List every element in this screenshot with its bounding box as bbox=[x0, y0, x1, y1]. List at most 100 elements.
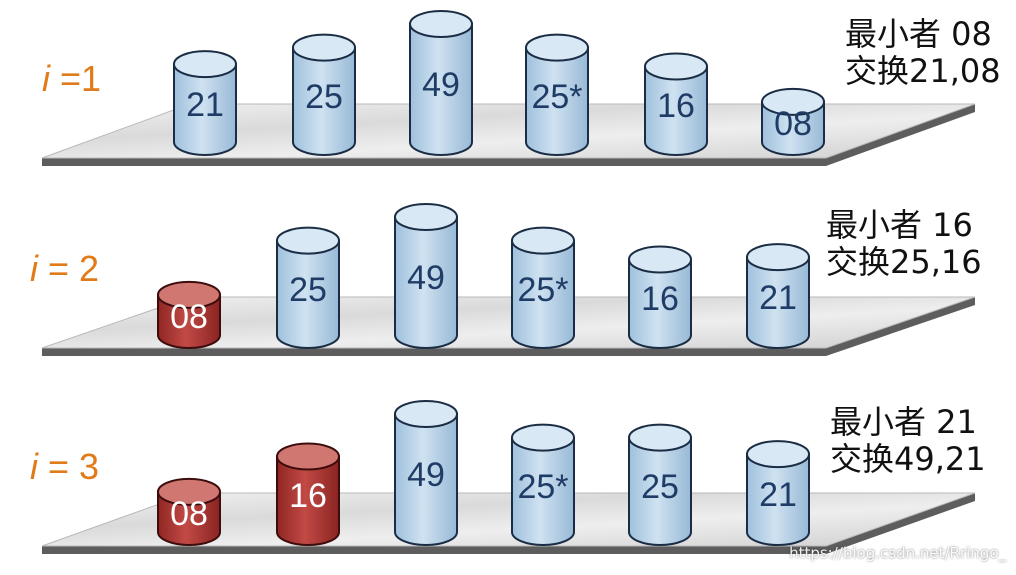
cylinder-top bbox=[511, 423, 575, 452]
row-label-var: i bbox=[42, 58, 50, 99]
cylinder-top bbox=[276, 226, 340, 255]
cylinder-top bbox=[394, 203, 458, 231]
cylinder-value: 25* bbox=[517, 468, 568, 506]
cylinder-body bbox=[276, 239, 340, 349]
cylinder-body bbox=[761, 100, 825, 156]
shelf bbox=[41, 492, 976, 547]
cylinder-value: 25 bbox=[641, 468, 679, 506]
cylinder-body bbox=[628, 436, 692, 546]
cylinder-top bbox=[173, 50, 237, 79]
cylinder-body bbox=[525, 46, 589, 156]
cylinder-body bbox=[746, 256, 810, 349]
cylinder-top bbox=[644, 52, 708, 81]
cylinder-body bbox=[746, 453, 810, 546]
cylinder-top bbox=[409, 10, 473, 38]
swap-note: 交换21,08 bbox=[845, 52, 1001, 90]
array-cylinder: 25* bbox=[525, 33, 589, 156]
row-label-var: i bbox=[30, 248, 38, 289]
array-cylinder: 25* bbox=[511, 226, 575, 349]
cylinder-value: 25 bbox=[289, 271, 327, 309]
array-cylinder: 49 bbox=[394, 203, 458, 349]
array-cylinder: 21 bbox=[173, 50, 237, 156]
row-label-var: i bbox=[30, 446, 38, 487]
shelf-edge bbox=[42, 493, 975, 554]
cylinder-value: 08 bbox=[170, 495, 208, 533]
cylinder-top bbox=[511, 226, 575, 255]
cylinder-top bbox=[628, 245, 692, 274]
row-label-1: i =1 bbox=[42, 58, 101, 100]
cylinder-top bbox=[157, 477, 221, 506]
array-row: 08 16 49 25* 25 21 bbox=[41, 400, 976, 554]
array-cylinder: 49 bbox=[409, 10, 473, 156]
row-note-1: 最小者 08 交换21,08 bbox=[845, 16, 1001, 90]
min-note: 最小者 16 bbox=[826, 206, 973, 244]
cylinder-value: 49 bbox=[422, 66, 460, 104]
min-note: 最小者 08 bbox=[845, 15, 992, 53]
row-label-2: i = 2 bbox=[30, 248, 99, 290]
cylinder-value: 21 bbox=[759, 476, 797, 514]
cylinder-top bbox=[276, 442, 340, 471]
cylinder-top bbox=[394, 400, 458, 428]
cylinder-body bbox=[409, 23, 473, 156]
cylinder-body bbox=[644, 65, 708, 156]
cylinder-value: 49 bbox=[407, 259, 445, 297]
row-label-rest: = 3 bbox=[38, 446, 100, 487]
cylinder-top bbox=[525, 33, 589, 62]
array-cylinder: 21 bbox=[746, 243, 810, 349]
array-cylinder: 08 bbox=[761, 87, 825, 156]
array-row: 21 25 49 25* 16 08 bbox=[41, 10, 976, 166]
row-label-rest: =1 bbox=[50, 58, 102, 99]
array-cylinder: 49 bbox=[394, 400, 458, 546]
cylinder-value: 16 bbox=[657, 87, 695, 125]
watermark: https://blog.csdn.net/Rringo_ bbox=[789, 544, 1006, 562]
cylinder-top bbox=[157, 280, 221, 309]
cylinder-top bbox=[746, 440, 810, 469]
cylinder-value: 08 bbox=[774, 105, 812, 143]
array-cylinder: 21 bbox=[746, 440, 810, 546]
cylinder-value: 08 bbox=[170, 298, 208, 336]
cylinder-value: 25 bbox=[305, 78, 343, 116]
cylinder-value: 25* bbox=[531, 78, 582, 116]
cylinder-value: 25* bbox=[517, 271, 568, 309]
array-cylinder: 16 bbox=[644, 52, 708, 156]
cylinder-body bbox=[394, 216, 458, 349]
array-cylinder: 16 bbox=[628, 245, 692, 349]
cylinder-top bbox=[761, 87, 825, 116]
cylinder-top bbox=[746, 243, 810, 272]
min-note: 最小者 21 bbox=[830, 403, 977, 441]
cylinder-body bbox=[292, 46, 356, 156]
cylinder-value: 21 bbox=[186, 86, 224, 124]
row-note-3: 最小者 21 交换49,21 bbox=[830, 404, 986, 478]
cylinder-body bbox=[394, 413, 458, 546]
cylinder-value: 21 bbox=[759, 279, 797, 317]
array-cylinder: 25 bbox=[292, 33, 356, 156]
cylinder-value: 16 bbox=[289, 477, 327, 515]
cylinder-top bbox=[628, 423, 692, 452]
sorted-cylinder: 16 bbox=[276, 442, 340, 546]
sorted-cylinder: 08 bbox=[157, 280, 221, 349]
row-label-3: i = 3 bbox=[30, 446, 99, 488]
array-cylinder: 25 bbox=[628, 423, 692, 546]
cylinder-body bbox=[276, 455, 340, 546]
array-cylinder: 25* bbox=[511, 423, 575, 546]
cylinder-body bbox=[628, 258, 692, 349]
cylinder-body bbox=[511, 239, 575, 349]
shelf bbox=[41, 103, 976, 159]
swap-note: 交换49,21 bbox=[830, 440, 986, 478]
cylinder-body bbox=[157, 490, 221, 546]
shelf bbox=[41, 296, 976, 349]
cylinder-top bbox=[292, 33, 356, 62]
cylinder-body bbox=[511, 436, 575, 546]
cylinder-value: 49 bbox=[407, 456, 445, 494]
shelf-edge bbox=[42, 297, 975, 356]
array-row: 08 25 49 25* 16 21 bbox=[41, 203, 976, 356]
row-note-2: 最小者 16 交换25,16 bbox=[826, 207, 982, 281]
cylinder-body bbox=[157, 293, 221, 349]
cylinder-body bbox=[173, 63, 237, 156]
cylinder-value: 16 bbox=[641, 280, 679, 318]
shelf-edge bbox=[42, 104, 975, 166]
sorted-cylinder: 08 bbox=[157, 477, 221, 546]
row-label-rest: = 2 bbox=[38, 248, 100, 289]
